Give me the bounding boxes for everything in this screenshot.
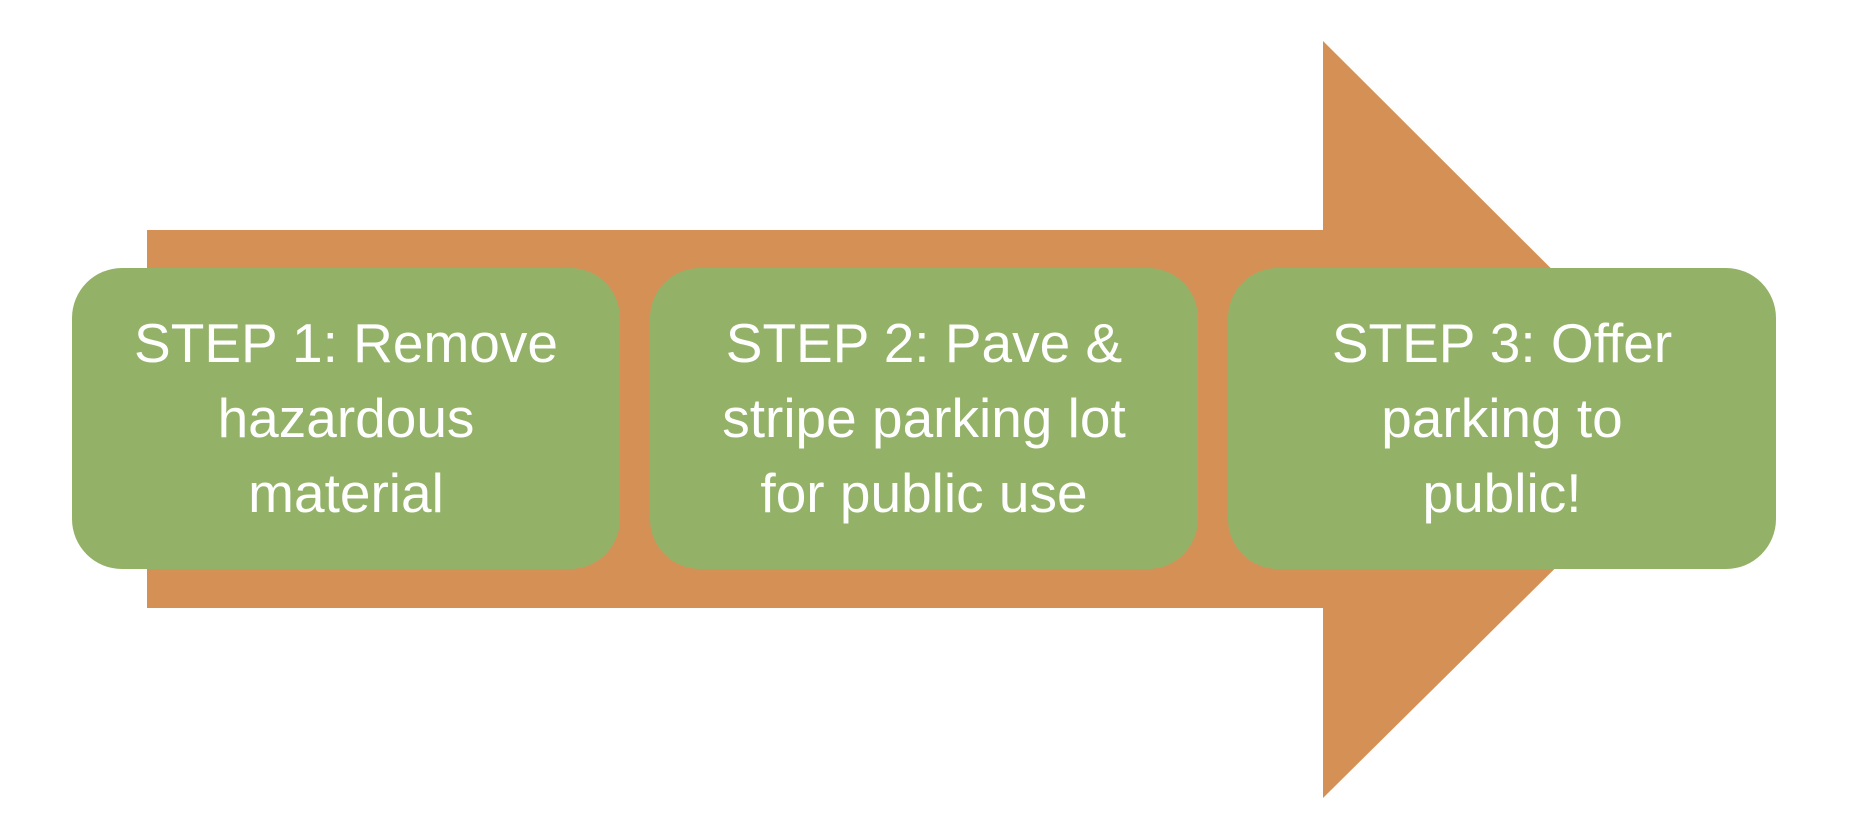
step-2-box: STEP 2: Pave & stripe parking lot for pu… — [650, 268, 1198, 569]
step-1-box: STEP 1: Remove hazardous material — [72, 268, 620, 569]
step-3-label: STEP 3: Offer parking to public! — [1331, 312, 1673, 524]
step-1-label: STEP 1: Remove hazardous material — [134, 312, 558, 524]
step-3-box: STEP 3: Offer parking to public! — [1228, 268, 1776, 569]
step-2-label: STEP 2: Pave & stripe parking lot for pu… — [722, 312, 1126, 524]
